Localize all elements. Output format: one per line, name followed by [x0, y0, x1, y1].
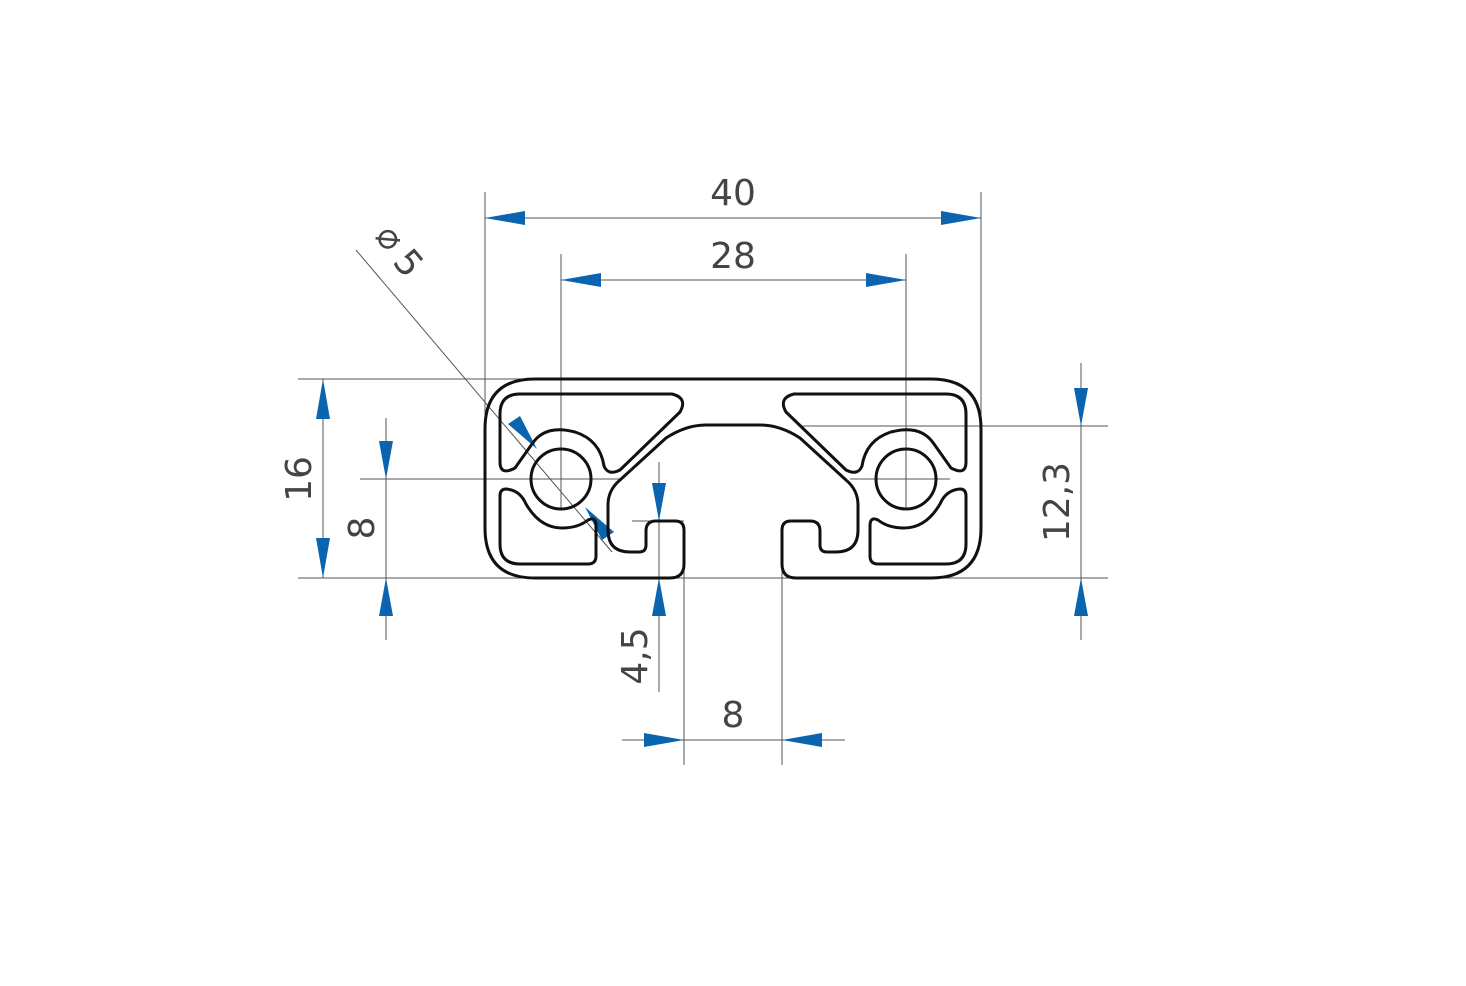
screw-channel-left: [529, 447, 593, 511]
arrow-4-5-bottom: [652, 578, 666, 616]
dim-text-8-vertical: 8: [342, 517, 383, 540]
arrow-16-top: [316, 379, 330, 419]
arrow-16-bottom: [316, 538, 330, 578]
arrow-12-3-bottom: [1074, 578, 1088, 616]
aluminium-profile: [483, 377, 983, 580]
dim-text-12-3: 12,3: [1037, 462, 1078, 542]
cavity-left-lower: [498, 487, 598, 566]
dim-leader-diameter: [355, 249, 613, 553]
arrow-8-top: [379, 441, 393, 479]
extension-lines: [298, 192, 1108, 765]
cavity-right-lower: [868, 487, 968, 566]
arrow-8h-left: [644, 733, 684, 747]
arrowheads: [316, 211, 1088, 747]
arrow-28-left: [561, 273, 601, 287]
dim-text-4-5: 4,5: [615, 627, 656, 684]
cavity-right-upper: [781, 392, 968, 474]
dim-text-16: 16: [279, 456, 320, 502]
arrow-diameter-upper: [508, 416, 537, 449]
arrow-40-left: [485, 211, 525, 225]
dim-text-28: 28: [710, 236, 756, 277]
dim-text-40: 40: [710, 173, 756, 214]
arrow-8h-right: [782, 733, 822, 747]
profile-outer-contour: [483, 377, 983, 580]
arrow-40-right: [941, 211, 981, 225]
arrow-8-bottom: [379, 578, 393, 616]
arrow-4-5-top: [652, 483, 666, 521]
dimension-labels: 40 28 16 8 12,3 4,5 8 ⌀ 5: [279, 173, 1078, 736]
screw-channel-right: [874, 447, 938, 511]
cavity-left-upper: [498, 392, 685, 474]
dim-text-8-horizontal: 8: [722, 695, 745, 736]
arrow-28-right: [866, 273, 906, 287]
arrow-12-3-top: [1074, 388, 1088, 426]
